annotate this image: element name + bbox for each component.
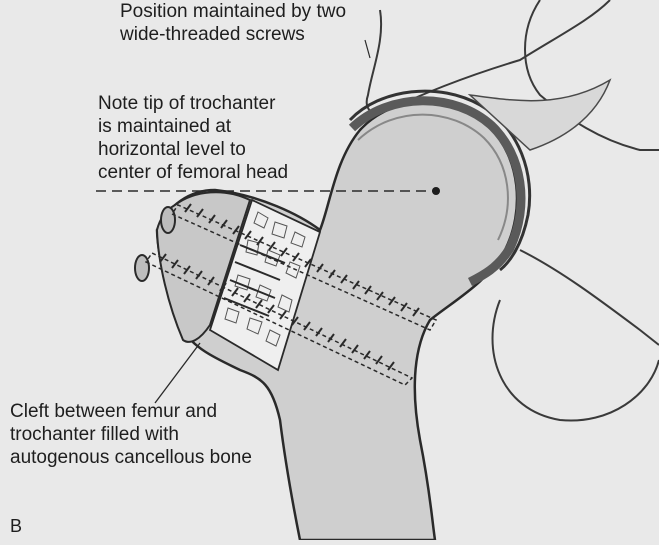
cleft-annotation-line: autogenous cancellous bone [10, 446, 252, 469]
pelvis-lower-outline [520, 250, 659, 345]
obturator-outline [493, 300, 659, 421]
femoral-head-center-dot [432, 187, 440, 195]
trochanter-tip-annotation-line: Note tip of trochanter [98, 92, 288, 115]
panel-letter: B [10, 516, 22, 537]
cleft-leader [155, 343, 200, 403]
trochanter-tip-annotation-line: center of femoral head [98, 161, 288, 184]
screws-leader [365, 40, 370, 58]
cleft-annotation-line: Cleft between femur and [10, 400, 252, 423]
cleft-annotation: Cleft between femur and trochanter fille… [10, 400, 252, 469]
screws-annotation-line: Position maintained by two [120, 0, 346, 23]
trochanter-tip-annotation-line: is maintained at [98, 115, 288, 138]
screws-annotation: Position maintained by two wide-threaded… [120, 0, 346, 46]
trochanter-tip-annotation: Note tip of trochanter is maintained at … [98, 92, 288, 184]
screws-annotation-line: wide-threaded screws [120, 23, 346, 46]
cleft-annotation-line: trochanter filled with [10, 423, 252, 446]
trochanter-tip-annotation-line: horizontal level to [98, 138, 288, 161]
